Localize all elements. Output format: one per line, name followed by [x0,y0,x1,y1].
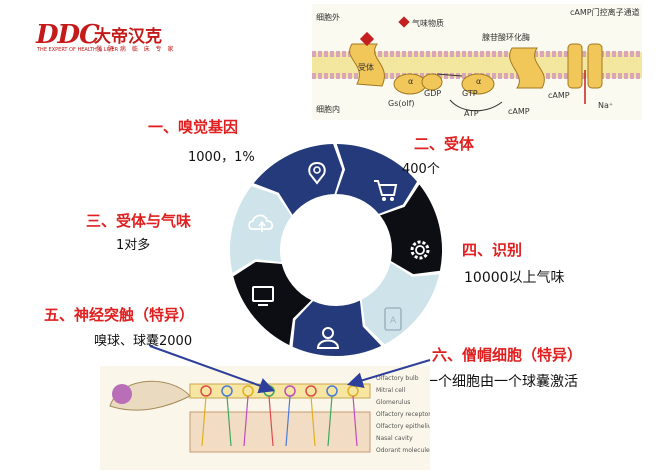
arrow-mitral-to-bulb [346,359,431,388]
step-4-detail: 10000以上气味 [464,270,565,286]
cycle-icons: A [248,161,430,349]
receptor-axon [285,395,291,447]
ion-channel-right [587,43,603,89]
cycle-segment-book [361,262,440,345]
label-alpha-2: α [476,77,481,86]
label-gdp: GDP [424,89,441,98]
receptor-axon [243,395,249,447]
step-3-detail: 1对多 [116,238,151,253]
label-odorant: 气味物质 [412,18,444,28]
olfactory-bulb-layer [189,383,371,399]
receptor-signaling-diagram: 细胞外 气味物质 腺苷酸环化酶 cAMP门控离子通道 受体 Gs(olf) GD… [312,4,642,120]
book-icon: A [384,307,402,331]
shopping-cart-icon [374,180,398,201]
anatomy-label: Olfactory epithelium [376,423,430,430]
olfactory-epithelium [189,411,371,453]
cloud-upload-icon [248,214,274,232]
anatomy-label: Odorant molecules [376,447,430,454]
label-extracellular: 细胞外 [316,12,340,22]
receptor-axon [327,395,333,447]
anatomy-label: Nasal cavity [376,435,413,442]
logo-mark: DDC [36,20,100,50]
company-logo: DDC 大帝汉克 THE EXPERT OF HEALTH & LIVER 慢 … [36,20,176,54]
logo-tagline: THE EXPERT OF HEALTH & LIVER [37,47,119,53]
ion-channel-left [567,43,583,89]
gear-icon [410,240,430,260]
receptor-axon [268,395,274,447]
gtp-exchange-arrow [436,73,463,77]
odor-source-flower [112,384,132,404]
adenylate-cyclase-protein [509,47,545,89]
cycle-segment-user [292,300,382,356]
anatomy-label: Olfactory receptor cells [376,411,430,418]
label-receptor: 受体 [358,62,374,72]
label-g-protein: Gs(olf) [388,99,415,108]
cycle-segments [230,144,442,356]
label-intracellular: 细胞内 [316,104,340,114]
cycle-segment-location-pin [253,144,343,215]
process-cycle-ring: A [230,144,442,356]
cycle-segment-shopping-cart [336,144,418,214]
receptor-neurons [201,395,358,447]
anatomy-label: Olfactory bulb [376,375,419,382]
label-camp-channel: cAMP门控离子通道 [570,8,640,17]
label-camp-product: cAMP [508,107,530,116]
svg-text:A: A [390,316,397,326]
user-icon [316,327,340,349]
step-2-detail: 400个 [402,162,440,177]
step-6-title: 六、僧帽细胞（特异） [432,346,583,364]
step-3-title: 三、受体与气味 [86,212,192,230]
step-2-title: 二、受体 [414,135,475,153]
receptor-axon [226,395,232,447]
g-protein-beta [421,73,443,91]
odorant-molecule [359,31,375,47]
logo-slogan: 慢 肝 病 临 床 专 家 [96,46,176,53]
step-5-title: 五、神经突触（特异） [44,306,195,324]
logo-chinese-name: 大帝汉克 [94,27,162,47]
step-1-title: 一、嗅觉基因 [148,118,239,136]
step-4-title: 四、识别 [462,241,523,259]
receptor-axon [352,395,358,447]
label-adenylate-cyclase: 腺苷酸环化酶 [482,32,530,42]
location-pin-icon [308,161,326,185]
step-5-detail: 嗅球、球囊2000 [94,334,193,349]
label-alpha-1: α [408,77,413,86]
anatomy-label: Glomerulus [376,399,410,406]
receptor-axon [201,395,207,447]
label-camp-channel-site: cAMP [548,91,570,100]
atp-conversion-arrow [449,99,503,112]
step-6-detail: 一个细胞由一个球囊激活 [424,374,578,390]
arrow-synapse-to-bulb [149,345,276,394]
anatomy-label: Mitral cell [376,387,406,394]
cycle-segment-monitor [233,261,312,346]
label-gtp: GTP [462,89,478,98]
receptor-axon [310,395,316,447]
monitor-icon [252,286,274,306]
label-camp-channel-wrap: cAMP门控离子通道 [570,8,640,17]
label-sodium: Na⁺ [598,101,613,110]
receptor-protein [349,43,385,87]
step-1-detail: 1000，1% [188,150,255,165]
g-protein-active [461,73,495,95]
label-atp: ATP [464,109,479,118]
